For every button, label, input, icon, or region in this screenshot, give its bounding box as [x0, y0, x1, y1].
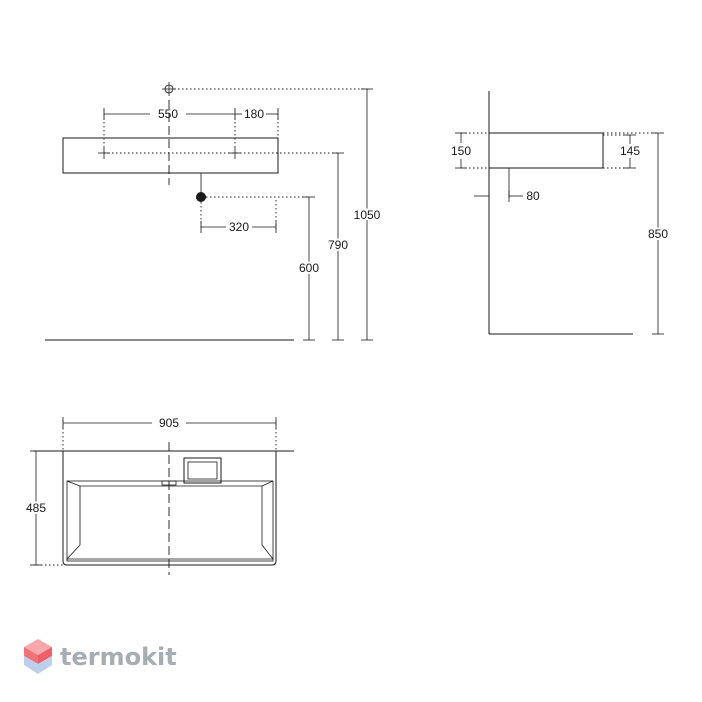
basin-side-outline — [488, 132, 604, 169]
dim-180-label: 180 — [244, 107, 264, 121]
basin-bowl-inner — [66, 485, 274, 560]
dim-320-label: 320 — [229, 220, 249, 234]
dim-145-label: 145 — [620, 144, 640, 158]
overflow-box-outer — [183, 457, 222, 484]
dim-485: 485 — [24, 450, 48, 566]
termokit-logo: termokit — [24, 639, 177, 674]
dim-550-label: 550 — [158, 107, 178, 121]
logo-text: termokit — [60, 643, 177, 671]
dim-790: 790 — [326, 152, 350, 341]
fixing-point-symbol — [162, 82, 176, 96]
dim-150-label: 150 — [451, 144, 471, 158]
dim-600: 600 — [297, 196, 321, 341]
tap-hole-right — [229, 147, 241, 159]
dim-320: 320 — [200, 220, 277, 234]
dim-145: 145 — [620, 134, 640, 169]
dim-850-label: 850 — [648, 227, 668, 241]
dim-790-label: 790 — [328, 238, 348, 252]
dim-550: 550 — [103, 107, 236, 121]
top-view: 905 485 — [24, 416, 294, 575]
basin-top-outline — [62, 451, 277, 566]
dim-905-label: 905 — [159, 416, 179, 430]
dim-485-label: 485 — [26, 501, 46, 515]
dim-150: 150 — [451, 132, 471, 169]
dim-1050: 1050 — [352, 88, 383, 341]
hexagon-cube-logo-icon — [24, 639, 52, 674]
front-view: 550 180 320 600 790 — [45, 82, 383, 341]
dim-180: 180 — [235, 107, 279, 121]
dim-850: 850 — [646, 132, 670, 335]
basin-front-outline — [62, 137, 279, 174]
dim-80: 80 — [474, 189, 540, 203]
basin-bowl-rim — [66, 480, 274, 562]
overflow-box-inner — [187, 461, 218, 480]
side-view: 150 145 80 850 — [451, 91, 670, 335]
dim-600-label: 600 — [299, 261, 319, 275]
dim-905: 905 — [62, 416, 277, 430]
drain-outlet — [196, 192, 206, 202]
dim-80-label: 80 — [526, 189, 540, 203]
dim-1050-label: 1050 — [354, 208, 381, 222]
